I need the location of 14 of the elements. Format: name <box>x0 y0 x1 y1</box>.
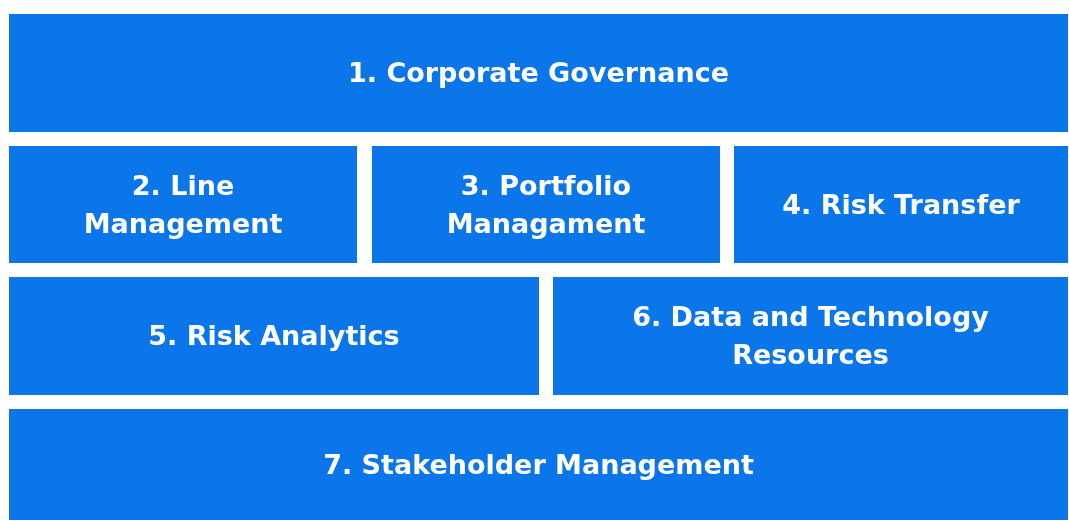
process-box <box>734 146 1068 263</box>
box-label: 6. Data and Technology Resources <box>631 300 990 372</box>
box-label: 3. Portfolio Managament <box>445 168 647 241</box>
box-label: 5. Risk Analytics <box>148 319 400 354</box>
process-box <box>372 146 720 263</box>
box-label: 2. Line Management <box>82 168 284 241</box>
process-box <box>553 277 1068 395</box>
process-box <box>9 409 1068 520</box>
box-label: 1. Corporate Governance <box>347 56 730 91</box>
process-box <box>9 14 1068 132</box>
box-label: 4. Risk Transfer <box>782 187 1020 222</box>
process-box <box>9 277 539 395</box>
box-label: 7. Stakeholder Management <box>323 447 754 482</box>
process-box <box>9 146 357 263</box>
